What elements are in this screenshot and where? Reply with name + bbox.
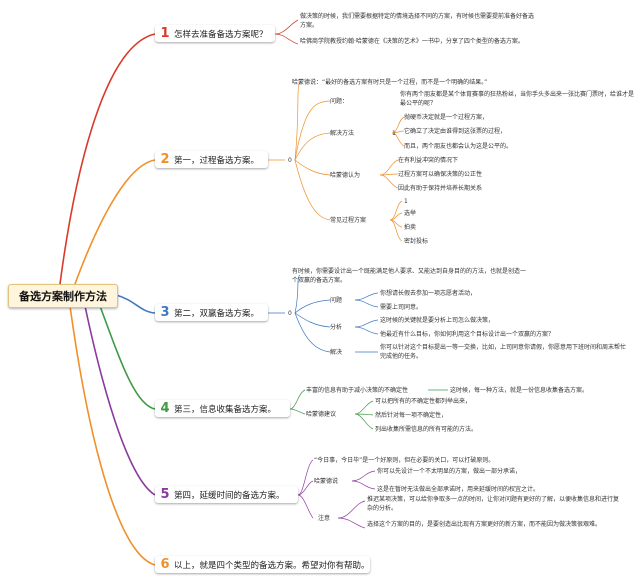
b2-method-label: 解决方法 — [330, 130, 355, 137]
b2-hammond-item-1: 在有利益冲突的情况下 — [398, 157, 459, 164]
branch-5-label: 第四，延缓时间的备选方案。 — [174, 490, 285, 501]
branch-4-label: 第三，信息收集备选方案。 — [174, 404, 277, 415]
b5-note-item-2: 选择这个方案的目的，是要创造出比现有方案更好的新方案，而不能因为做决策很艰难。 — [367, 521, 602, 528]
b3-analysis-label: 分析 — [330, 324, 343, 331]
b5-hammond-item-2: 这是在暂时无法做出全部承诺时，用来延缓时间的权宜之计。 — [377, 486, 540, 493]
b1-note-1: 做决策的时候，我们需要根据特定的情境选择不同的方案，有时候也需要提前准备好备选方… — [300, 13, 535, 29]
b2-common-label: 常见过程方案 — [330, 217, 367, 224]
b1-note-2: 哈佛商学院教授约翰·哈蒙德在《决策的艺术》一书中，分享了四个类型的备选方案。 — [300, 38, 524, 45]
branch-5: 5 第四，延缓时间的备选方案。 — [155, 486, 298, 503]
b2-common-item-1: 1 — [404, 198, 408, 205]
branch-3-label: 第二，双赢备选方案。 — [174, 308, 260, 319]
root-link-2 — [74, 159, 156, 285]
b2-hammond-item-3: 因此有助于保持并培养长期关系 — [398, 185, 483, 192]
root-link-6 — [69, 305, 156, 566]
branch-3: 3 第二，双赢备选方案。 — [155, 304, 268, 321]
b3-question-item-2: 需要上司同意。 — [380, 304, 423, 311]
b5-hammond-label: 哈蒙德说 — [314, 478, 339, 485]
branch-5-number: 5 — [160, 487, 170, 502]
b5-intro: “今日事，今日毕”是一个好原则，但在必要的关口，可以打破原则。 — [314, 457, 495, 464]
branch-6-label: 以上，就是四个类型的备选方案。希望对你有帮助。 — [174, 560, 370, 571]
b2-question-label: 问题： — [330, 98, 349, 105]
branch-6: 6 以上，就是四个类型的备选方案。希望对你有帮助。 — [155, 556, 370, 573]
b3-analysis-item-1: 这时候的关键就是要分析上司怎么做决策， — [380, 317, 495, 324]
b2-method-item-3: 而且，两个朋友也都会认为这是公平的。 — [404, 143, 513, 150]
b5-note-label: 注意 — [318, 515, 331, 522]
b4-hammond-item-3: 列出收集所需信息的所有可能的方法。 — [375, 426, 478, 433]
b3-marker: 0 — [288, 310, 292, 317]
branch-1-label: 怎样去准备备选方案呢？ — [174, 29, 268, 40]
root-topic: 备选方案制作方法 — [8, 284, 118, 308]
b2-method-marker: 1 — [392, 130, 396, 137]
b4-hammond-item-2: 然后针对每一项不确定性， — [375, 412, 448, 419]
b2-intro: 哈蒙德说：“最好的备选方案有时只是一个过程，而不是一个明确的结果。” — [292, 79, 488, 86]
b5-hammond-item-1: 你可以先设计一个不太明显的方案，做出一部分承诺， — [377, 468, 522, 475]
branch-4-number: 4 — [160, 401, 170, 416]
b2-marker: 0 — [288, 157, 292, 164]
branch-1-number: 1 — [160, 26, 170, 41]
branch-1: 1 怎样去准备备选方案呢？ — [155, 25, 275, 42]
b2-common-item-2: 选举 — [404, 210, 417, 217]
branch-6-number: 6 — [160, 557, 170, 572]
branch-2-number: 2 — [160, 152, 170, 167]
b2-method-item-1: 抛硬币决定就是一个过程方案， — [404, 114, 489, 121]
root-link-1 — [59, 33, 156, 285]
b2-common-item-4: 密封投标 — [404, 238, 429, 245]
b3-question-label: 问题 — [330, 297, 343, 304]
b2-question-text: 你有两个朋友都是某个体育赛事的狂热粉丝，当你手头多出来一张比赛门票时，给谁才是最… — [400, 91, 635, 107]
b4-hammond-label: 哈蒙德建议 — [306, 411, 337, 418]
b4-intro-extra: 这时候，每一种方法，就是一份信息收集备选方案。 — [450, 387, 589, 394]
root-link-3 — [115, 294, 156, 314]
b4-hammond-item-1: 可以把所有的不确定性都列举出来， — [375, 398, 472, 405]
b3-intro: 有时候，你需要设计出一个既能满足他人要求、又能达到自身目的的方法，也就是创造一个… — [292, 268, 527, 284]
root-link-5 — [84, 305, 156, 496]
b2-method-item-2: 它确立了决定由谁得到这张票的过程， — [404, 128, 507, 135]
b3-question-item-1: 你想请长假去参加一项志愿者活动， — [380, 290, 477, 297]
branch-4: 4 第三，信息收集备选方案。 — [155, 400, 290, 417]
b5-note-item-1: 推迟某项决策，可以给你争取多一点的时间，让你对问题有更好的了解，以便收集信息和进… — [367, 496, 620, 512]
b2-common-item-3: 拍卖 — [404, 224, 417, 231]
b2-hammond-item-2: 过程方案可以确保决策的公正性 — [398, 171, 483, 178]
b3-solve-text: 你可以针对这个目标提出一等一交换，比如，上司同意你请假，你愿意用下班时间和周末帮… — [380, 344, 627, 360]
b4-intro: 丰富的信息有助于减小决策的不确定性 — [306, 387, 409, 394]
b3-solve-label: 解决 — [330, 349, 343, 356]
b2-hammond-label: 哈蒙德认为 — [330, 172, 361, 179]
root-link-4 — [99, 305, 156, 410]
branch-2-label: 第一，过程备选方案。 — [174, 155, 260, 166]
branch-3-number: 3 — [160, 305, 170, 320]
branch-2: 2 第一，过程备选方案。 — [155, 151, 268, 168]
b3-analysis-item-2: 他最近有什么目标，你如何利用这个目标设计出一个双赢的方案？ — [380, 331, 555, 338]
